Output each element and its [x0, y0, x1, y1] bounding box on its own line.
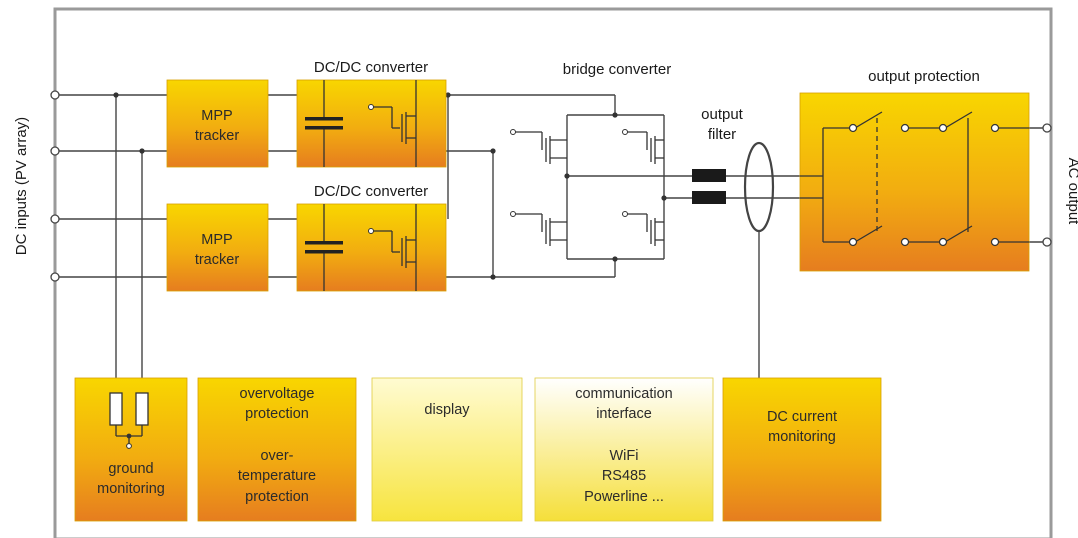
dc-current-line1: DC current: [767, 409, 837, 425]
ground-line1: ground: [108, 461, 153, 477]
dcdc-top-label: DC/DC converter: [314, 59, 428, 76]
comm-line4: RS485: [602, 468, 646, 484]
ground-line2: monitoring: [97, 481, 165, 497]
protection-line3: over-: [260, 448, 293, 464]
mpp-tracker-top: MPP tracker: [166, 79, 269, 168]
mpp-bottom-line2: tracker: [195, 252, 239, 268]
ac-output-label: AC output: [1065, 158, 1078, 226]
dcdc-bottom-label: DC/DC converter: [314, 183, 428, 200]
output-protection-block: [799, 92, 1030, 272]
protection-block: overvoltage protection over- temperature…: [197, 377, 357, 522]
dc-current-line2: monitoring: [768, 429, 836, 445]
mpp-tracker-bottom: MPP tracker: [166, 203, 269, 292]
dc-inputs-label: DC inputs (PV array): [13, 117, 30, 255]
dcdc-top-capacitor-icon: [305, 117, 343, 121]
junction-dots: [113, 92, 667, 280]
filter-inductor-1-icon: [692, 169, 726, 182]
mpp-bottom-line1: MPP: [201, 232, 232, 248]
protection-line1: overvoltage: [240, 386, 315, 402]
output-filter-label-1: output: [701, 106, 744, 123]
dcdc-converter-top: DC/DC converter: [296, 59, 447, 168]
filter-inductor-2-icon: [692, 191, 726, 204]
dc-current-monitoring-block: DC current monitoring: [722, 377, 882, 522]
ground-resistor-2-icon: [135, 392, 149, 426]
dcdc-converter-bottom: DC/DC converter: [296, 183, 447, 292]
ac-output-terminals: [1042, 123, 1052, 247]
comm-line1: communication: [575, 386, 673, 402]
protection-line5: protection: [245, 489, 309, 505]
bridge-converter-label: bridge converter: [563, 61, 671, 78]
comm-line3: WiFi: [610, 448, 639, 464]
display-block: display: [371, 377, 523, 522]
bridge-gate-terminals: [510, 129, 628, 217]
output-filter-label-2: filter: [708, 126, 736, 143]
protection-line2: protection: [245, 406, 309, 422]
ground-resistor-1-icon: [109, 392, 123, 426]
display-line1: display: [424, 402, 470, 418]
ground-monitoring-block: ground monitoring: [74, 377, 188, 522]
communication-interface-block: communication interface WiFi RS485 Power…: [534, 377, 714, 522]
current-sensor-ring-icon: [743, 141, 775, 233]
mpp-top-line1: MPP: [201, 108, 232, 124]
dc-input-terminals: [50, 90, 60, 282]
mpp-top-line2: tracker: [195, 128, 239, 144]
dcdc-bottom-capacitor-icon: [305, 241, 343, 245]
comm-line2: interface: [596, 406, 652, 422]
comm-line5: Powerline ...: [584, 489, 664, 505]
output-protection-label: output protection: [868, 68, 980, 85]
protection-line4: temperature: [238, 468, 316, 484]
bridge-converter-transistors: [515, 131, 664, 246]
